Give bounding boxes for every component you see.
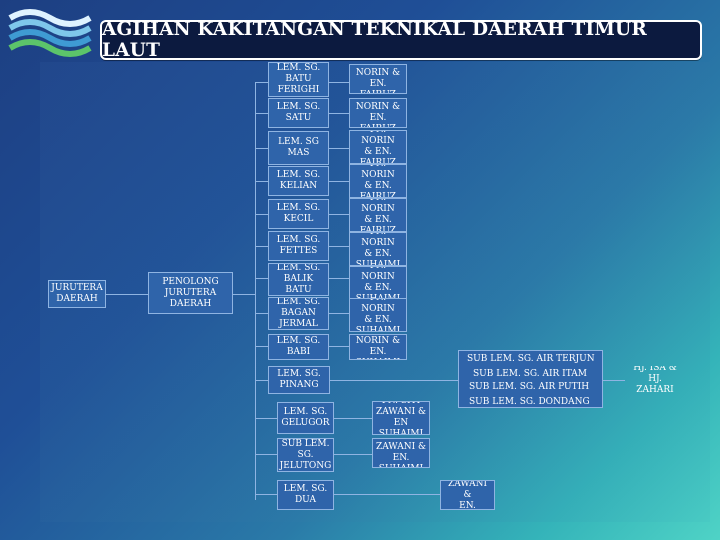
logo <box>4 4 92 64</box>
connector <box>329 214 349 215</box>
connector <box>106 294 148 295</box>
connector <box>255 82 268 83</box>
staff-node: PN. SITI ZAWANI & EN SUHAIMI <box>372 401 430 435</box>
connector <box>329 278 349 279</box>
staff-node: PN. NORIN & EN. SUHAIMI <box>349 266 407 300</box>
area-node: LEM. SG. BABI <box>268 334 329 360</box>
connector <box>334 494 440 495</box>
connector <box>329 313 349 314</box>
connector <box>329 346 349 347</box>
connector <box>255 214 268 215</box>
area-node: LEM. SG. SATU <box>268 98 329 128</box>
connector <box>255 278 268 279</box>
connector <box>329 82 349 83</box>
connector <box>603 380 625 381</box>
sub-basin-label: SUB LEM. SG. AIR TERJUN <box>467 354 595 364</box>
connector <box>330 380 458 381</box>
assistant-node: PENOLONG JURUTERA DAERAH <box>148 272 233 314</box>
staff-node: PN. NORIN & EN. FAIRUZ <box>349 164 407 198</box>
connector <box>329 181 349 182</box>
area-node: LEM. SG. KECIL <box>268 199 329 229</box>
connector <box>233 294 255 295</box>
connector <box>255 148 268 149</box>
staff-node: PN. SITI ZAWANI & EN. SUHAIMI <box>372 438 430 468</box>
connector <box>255 181 268 182</box>
connector <box>255 313 268 314</box>
area-node: LEM. SG MAS <box>268 131 329 165</box>
root-node: JURUTERA DAERAH <box>48 280 106 308</box>
staff-node: PN. NORIN & EN. FAIRUZ <box>349 64 407 94</box>
connector <box>329 246 349 247</box>
connector <box>255 418 277 419</box>
area-node: LEM. SG. KELIAN <box>268 166 329 196</box>
connector <box>255 380 268 381</box>
connector <box>334 418 372 419</box>
connector <box>255 246 268 247</box>
staff-node: PN. NORIN & EN. SUHAIMI <box>349 298 407 332</box>
staff-node: PN. NORIN & EN. FAIRUZ <box>349 198 407 232</box>
staff-node: PN. NORIN & EN. SUHAIMI <box>349 334 407 360</box>
page-title: AGIHAN KAKITANGAN TEKNIKAL DAERAH TIMUR … <box>100 19 702 61</box>
connector <box>334 454 372 455</box>
staff-node: PN. SITI ZAWANI & EN. SUHAIMI <box>440 480 495 510</box>
area-node: LEM. SG. FETTES <box>268 231 329 261</box>
connector <box>255 346 268 347</box>
staff-node: PN. NORIN & EN. SUHAIMI <box>349 232 407 266</box>
staff-node: HJ. ISA & HJ. ZAHARI <box>633 366 677 392</box>
connector <box>329 113 349 114</box>
area-node: LEM. SG. BATU FERIGHI <box>268 62 329 97</box>
sub-basin-label: SUB LEM. SG. DONDANG <box>469 397 590 407</box>
area-node-pinang: LEM. SG. PINANG <box>268 366 330 394</box>
sub-basin-group: SUB LEM. SG. AIR TERJUN SUB LEM. SG. AIR… <box>458 350 603 408</box>
area-node: LEM. SG. GELUGOR <box>277 402 334 434</box>
staff-node: PN. NORIN & EN. FAIRUZ <box>349 98 407 128</box>
connector <box>255 494 277 495</box>
connector <box>255 113 268 114</box>
connector <box>255 82 256 500</box>
connector <box>255 454 277 455</box>
area-node: LEM. SG. BAGAN JERMAL <box>268 297 329 330</box>
staff-node: PN. NORIN & EN. FAIRUZ <box>349 130 407 164</box>
sub-basin-label: SUB LEM. SG. AIR PUTIH <box>469 382 590 392</box>
area-node: SUB LEM. SG. JELUTONG <box>277 438 334 472</box>
sub-basin-label: SUB LEM. SG. AIR ITAM <box>473 369 587 379</box>
connector <box>329 148 349 149</box>
area-node: LEM. SG. BALIK BATU <box>268 263 329 296</box>
area-node: LEM. SG. DUA <box>277 480 334 510</box>
